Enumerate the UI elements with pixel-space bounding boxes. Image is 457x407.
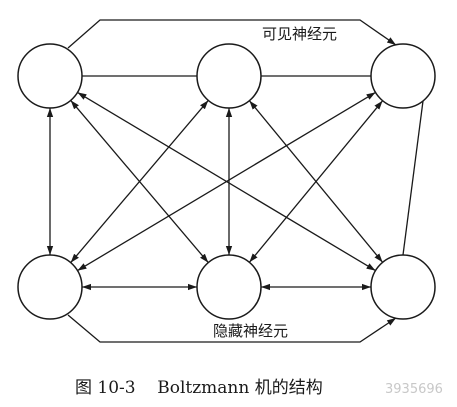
edge-v3-h2 xyxy=(248,100,384,263)
edge-v1-v3 xyxy=(67,19,397,49)
hidden-neurons-label: 隐藏神经元 xyxy=(213,322,288,340)
edge-v3-h3 xyxy=(402,100,424,256)
watermark: 3935696 xyxy=(385,382,443,397)
hidden-neuron-h1 xyxy=(17,254,83,320)
connection-layer xyxy=(46,19,424,343)
hidden-neuron-h2 xyxy=(196,254,262,320)
hidden-neuron-h3 xyxy=(370,254,436,320)
edge-h1-h3 xyxy=(67,314,397,343)
figure-caption: 图 10-3 Boltzmann 机的结构 xyxy=(75,378,323,398)
visible-neurons-label: 可见神经元 xyxy=(262,25,337,43)
visible-neuron-v1 xyxy=(17,43,83,109)
visible-neuron-v3 xyxy=(370,43,436,109)
visible-neuron-v2 xyxy=(196,43,262,109)
neuron-layer xyxy=(17,43,436,320)
